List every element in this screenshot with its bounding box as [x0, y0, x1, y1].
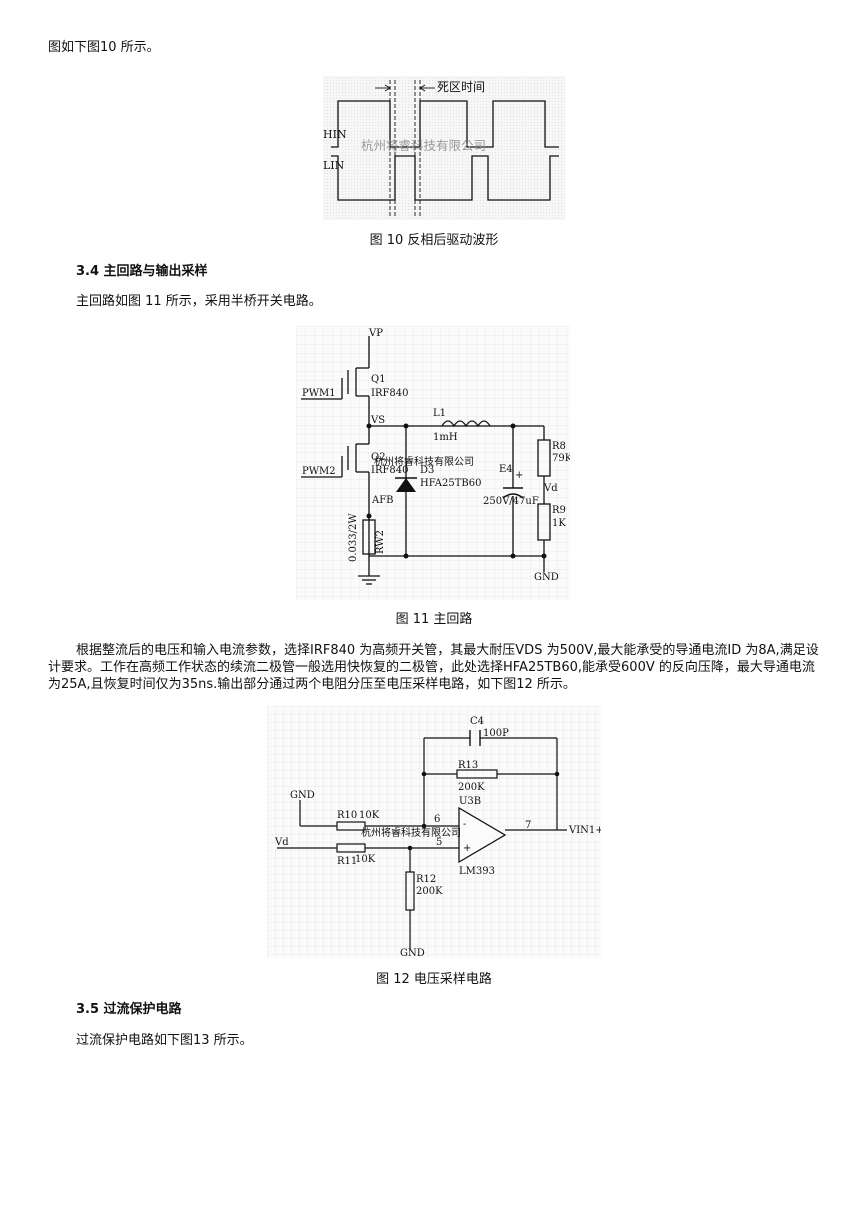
- lm393-opamp: [458, 806, 507, 864]
- lm393-label: LM393: [459, 866, 495, 877]
- c4-label: C4: [470, 716, 484, 727]
- r9-resistor: [537, 503, 551, 541]
- pwm2-label: PWM2: [302, 466, 336, 477]
- d3-part: HFA25TB60: [420, 478, 481, 489]
- lin-waveform: [331, 155, 559, 201]
- dead-time-label: 死区时间: [437, 80, 485, 94]
- body-paragraph: 根据整流后的电压和输入电流参数，选择IRF840 为高频开关管，其最大耐压VDS…: [48, 643, 819, 692]
- r10-label: R10: [337, 810, 357, 821]
- grid-background: [267, 706, 601, 958]
- r13-label: R13: [458, 760, 478, 771]
- rw2-value: 0.033/2W: [348, 513, 359, 562]
- u3b-label: U3B: [459, 796, 481, 807]
- hin-label: HIN: [323, 128, 347, 141]
- figure-10-caption: 图 10 反相后驱动波形: [369, 233, 499, 248]
- afb-label: AFB: [371, 495, 394, 506]
- pwm1-label: PWM1: [302, 388, 336, 399]
- wires: [301, 336, 545, 585]
- r11-resistor: [336, 843, 366, 853]
- r8-label: R8: [552, 441, 566, 452]
- pin7-label: 7: [525, 820, 531, 831]
- hin-waveform: [331, 100, 559, 148]
- section-3-5-title: 3.5 过流保护电路: [76, 1002, 182, 1017]
- gnd-bottom-label: GND: [400, 948, 425, 958]
- pin6-label: 6: [434, 814, 440, 825]
- section-3-4-title: 3.4 主回路与输出采样: [76, 264, 208, 279]
- q2-label: Q2: [371, 452, 386, 463]
- r8-resistor: [537, 439, 551, 477]
- watermark: 杭州将睿科技有限公司: [361, 826, 461, 839]
- figure-12-caption: 图 12 电压采样电路: [376, 972, 492, 987]
- r12-resistor: [405, 871, 415, 911]
- wires: [277, 737, 567, 950]
- gnd-label: GND: [534, 572, 559, 583]
- section-3-4-text: 主回路如图 11 所示，采用半桥开关电路。: [76, 294, 322, 309]
- vs-label: VS: [370, 415, 385, 426]
- figure-11-caption: 图 11 主回路: [395, 612, 473, 627]
- r12-value: 200K: [416, 886, 443, 897]
- gnd-top-label: GND: [290, 790, 315, 801]
- pin5-label: 5: [436, 837, 442, 848]
- r10-value: 10K: [359, 810, 380, 821]
- vd-label: Vd: [543, 483, 558, 494]
- q1-label: Q1: [371, 374, 386, 385]
- vp-label: VP: [368, 328, 383, 339]
- d3-diode: [396, 478, 416, 492]
- figure-11-main-circuit: VP VS AFB GND Vd Q1 IRF840 Q2 IRF840 PWM…: [296, 326, 570, 600]
- dead-time-arrows: [375, 84, 435, 92]
- lin-label: LIN: [323, 159, 345, 172]
- watermark: 杭州将睿科技有限公司: [361, 138, 486, 153]
- r9-value: 1K: [552, 518, 566, 529]
- rw2-label: RW2: [375, 530, 386, 554]
- q1-part: IRF840: [371, 388, 409, 399]
- e4-plus: +: [515, 470, 523, 481]
- watermark: 杭州将睿科技有限公司: [374, 455, 474, 468]
- q2-part: IRF840: [371, 465, 409, 476]
- plus-label: +: [463, 843, 471, 854]
- e4-value: 250V/47uF: [483, 496, 539, 507]
- r11-value: 10K: [355, 854, 376, 865]
- r12-label: R12: [416, 874, 436, 885]
- d3-label: D3: [420, 465, 434, 476]
- vd-label: Vd: [274, 837, 289, 848]
- r8-value: 79K: [552, 453, 570, 464]
- r13-resistor: [456, 769, 498, 779]
- l1-value: 1mH: [433, 432, 458, 443]
- r9-label: R9: [552, 505, 566, 516]
- figure-10-background: [323, 76, 565, 220]
- r11-label: R11: [337, 856, 357, 867]
- r13-value: 200K: [458, 782, 485, 793]
- l1-label: L1: [433, 408, 446, 419]
- l1-inductor: [441, 420, 491, 428]
- intro-text: 图如下图10 所示。: [48, 40, 160, 55]
- dead-time-markers: [389, 80, 421, 216]
- section-3-5-text: 过流保护电路如下图13 所示。: [76, 1033, 253, 1048]
- rw2-resistor: [362, 519, 376, 555]
- e4-label: E4: [499, 464, 513, 475]
- c4-value: 100P: [483, 728, 509, 739]
- figure-10-waveform: 死区时间 HIN LIN 杭州将睿科技有限公司: [323, 76, 565, 220]
- vin1-label: VIN1+: [568, 825, 601, 836]
- minus-label: -: [463, 819, 466, 830]
- r10-resistor: [336, 821, 366, 831]
- figure-12-voltage-sampling: C4 100P R13 200K U3B LM393 GND GND Vd VI…: [267, 706, 601, 958]
